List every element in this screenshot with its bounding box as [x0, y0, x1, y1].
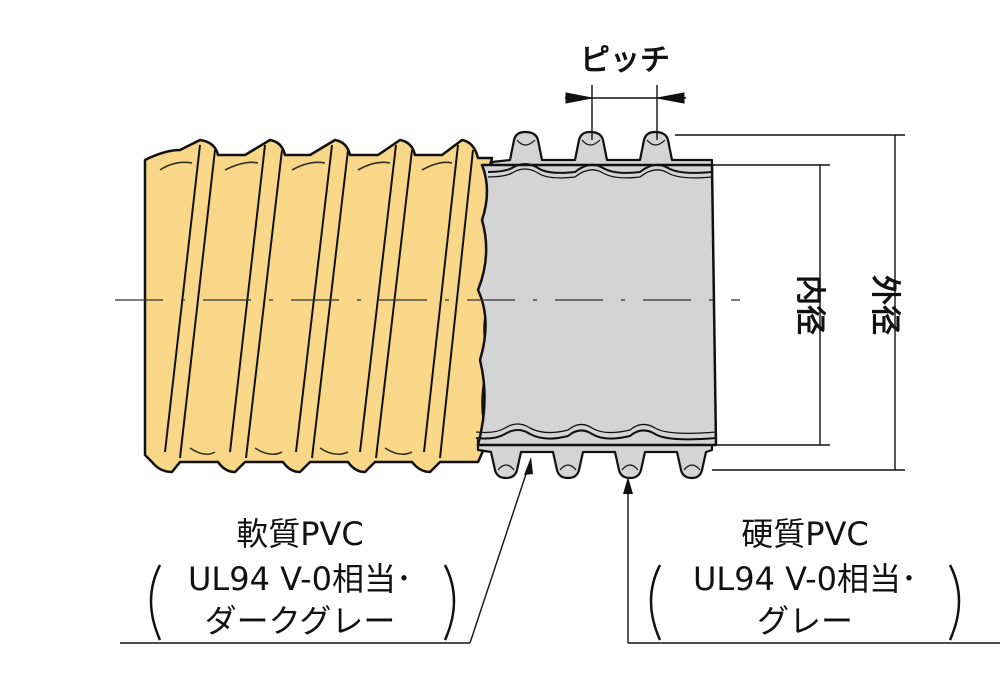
outer-diameter-label: 外径: [867, 275, 902, 335]
soft-pvc-callout: 軟質PVC UL94 V-0相当･ ダークグレー: [120, 457, 533, 644]
hard-pvc-body: [476, 163, 718, 447]
hard-pvc-callout: 硬質PVC UL94 V-0相当･ グレー: [623, 477, 1000, 644]
hard-pvc-spec: UL94 V-0相当･: [693, 560, 917, 598]
soft-pvc-section: [143, 138, 494, 474]
pitch-dimension: [565, 85, 686, 140]
inner-diameter-dimension: [712, 164, 830, 446]
hard-pvc-material: 硬質PVC: [741, 515, 869, 553]
hard-pvc-section: [475, 130, 718, 480]
soft-pvc-spec: UL94 V-0相当･: [188, 560, 412, 598]
hard-pvc-inner-wave-top: [487, 163, 713, 174]
soft-pvc-ribs: [164, 144, 474, 459]
hard-pvc-inner-wave-bottom: [475, 429, 717, 441]
pitch-label: ピッチ: [580, 43, 670, 78]
soft-pvc-material: 軟質PVC: [236, 515, 364, 553]
soft-pvc-color: ダークグレー: [205, 602, 396, 640]
hard-pvc-bottom-teeth: [476, 438, 714, 480]
hard-pvc-color: グレー: [757, 602, 853, 640]
outer-diameter-dimension: [675, 134, 905, 471]
inner-diameter-label: 内径: [792, 275, 827, 335]
